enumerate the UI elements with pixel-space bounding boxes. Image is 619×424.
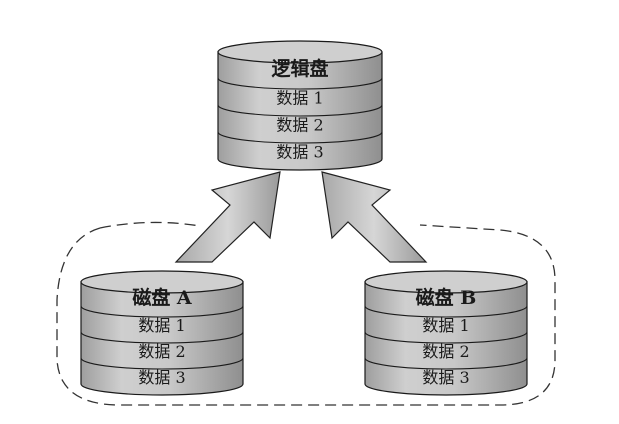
disk_b-body xyxy=(364,281,528,396)
disk_a-title: 磁盘 A xyxy=(132,286,192,309)
logical_disk-title: 逻辑盘 xyxy=(271,57,328,80)
logical_disk-band-separator xyxy=(217,77,383,90)
logical_disk-row-1: 数据 1 xyxy=(276,89,323,108)
disk_a-band-separator xyxy=(80,331,244,344)
disk_a-band-separator xyxy=(80,305,244,318)
disk_a-top xyxy=(80,270,244,294)
logical_disk-row-2: 数据 2 xyxy=(276,116,323,135)
disk_a-body xyxy=(80,281,244,396)
disk_b-band-separator xyxy=(364,305,528,318)
disk_b-title: 磁盘 B xyxy=(416,286,477,309)
disk_b-band-separator xyxy=(364,357,528,370)
disk_b-row-3: 数据 3 xyxy=(422,368,469,387)
logical_disk-band-separator xyxy=(217,131,383,144)
disk_b-row-1: 数据 1 xyxy=(422,316,469,335)
disk_a-row-3: 数据 3 xyxy=(138,368,185,387)
disk-group-boundary xyxy=(56,224,556,406)
disk_b-band-separator xyxy=(364,331,528,344)
logical_disk-row-3: 数据 3 xyxy=(276,143,323,162)
arrow-b-to-logical xyxy=(321,171,428,263)
disk-b-cylinder: 磁盘 B 数据 1 数据 2 数据 3 xyxy=(364,270,528,396)
logical_disk-band-separator xyxy=(217,104,383,117)
logical_disk-top xyxy=(217,40,383,64)
disk_a-row-2: 数据 2 xyxy=(138,342,185,361)
disk_b-row-2: 数据 2 xyxy=(422,342,469,361)
disk_a-row-1: 数据 1 xyxy=(138,316,185,335)
disk_b-top xyxy=(364,270,528,294)
disk_a-band-separator xyxy=(80,357,244,370)
logical_disk-body xyxy=(217,51,383,171)
arrow-a-to-logical xyxy=(174,171,281,263)
disk-group-boundary-top xyxy=(99,221,201,229)
disk-a-cylinder: 磁盘 A 数据 1 数据 2 数据 3 xyxy=(80,270,244,396)
